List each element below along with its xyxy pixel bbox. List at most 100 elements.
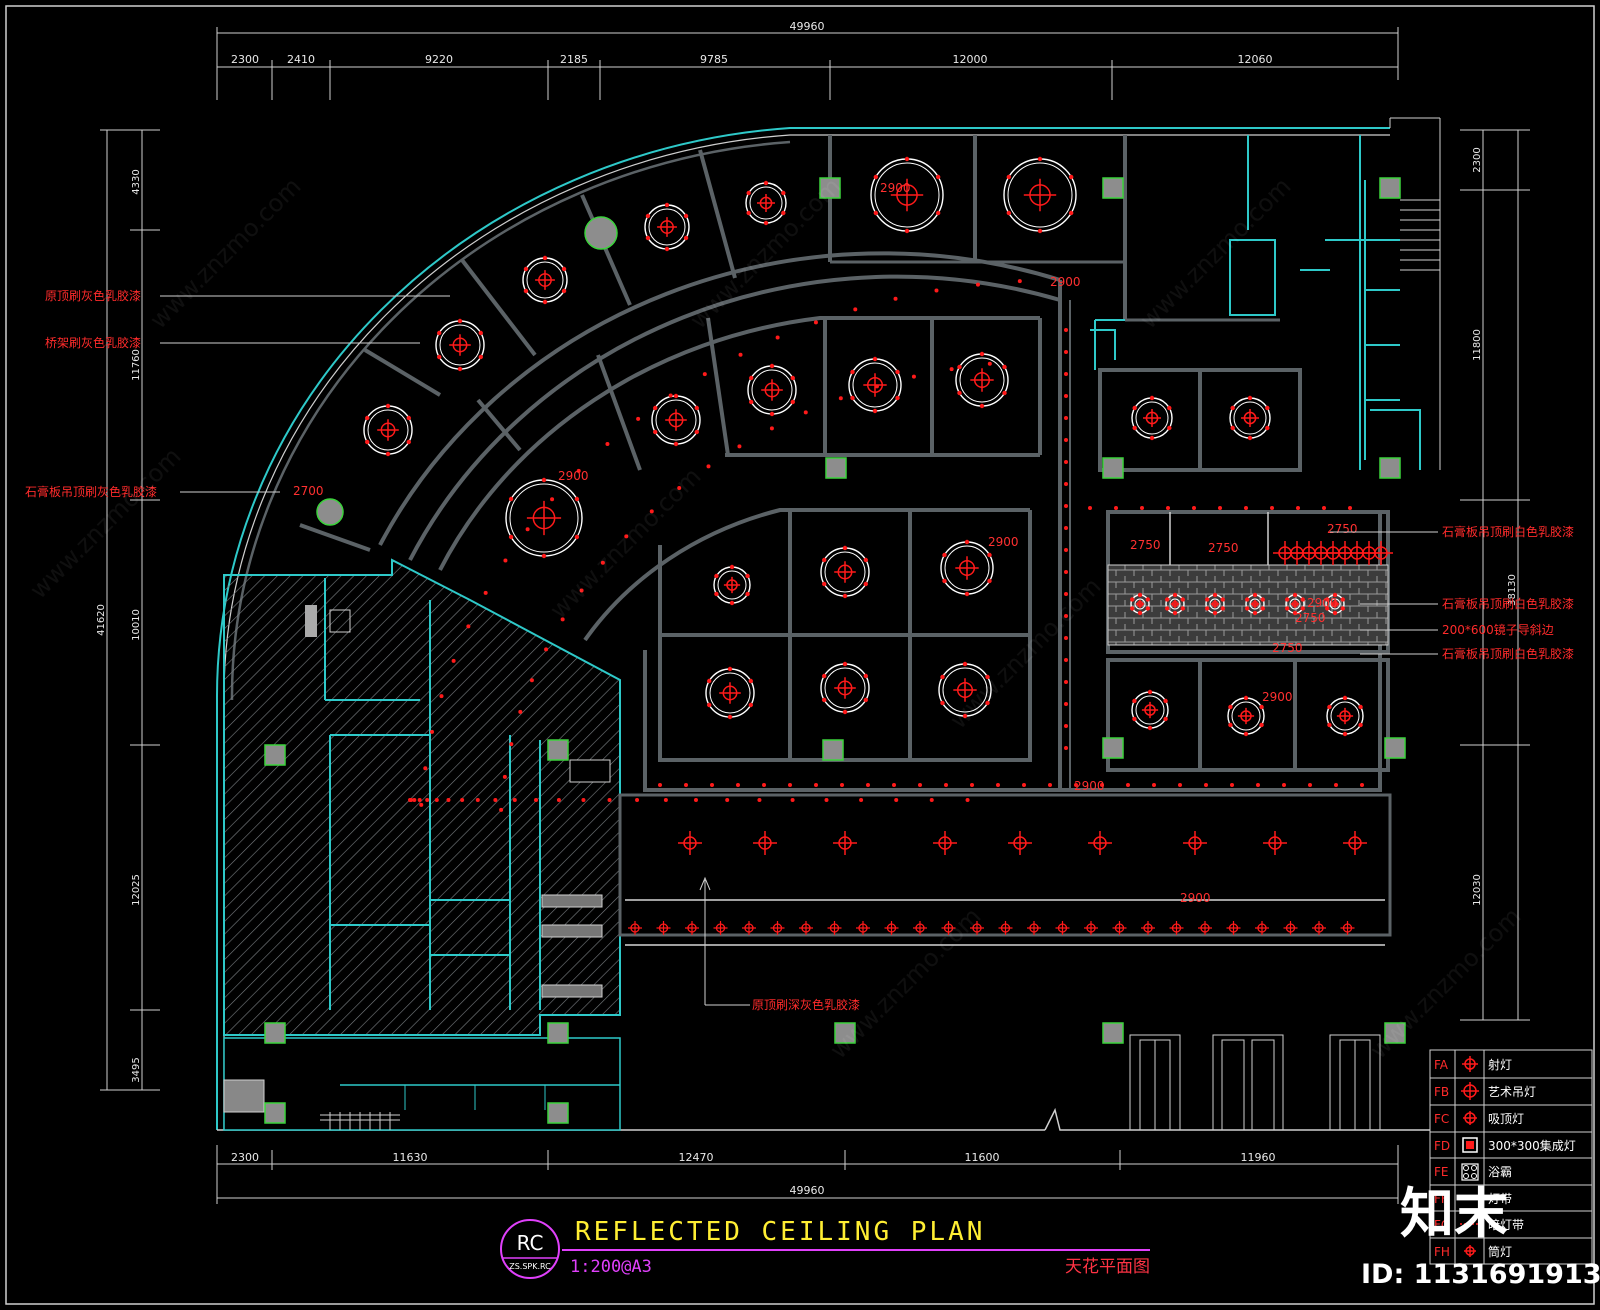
spotlight-fixture [1369,541,1393,565]
downlight-fixture [1088,506,1092,510]
downlight-fixture [1270,506,1274,510]
drawing-frame [5,5,1595,1305]
pendant-light-fixture [747,363,797,417]
panel-light-icon [1462,1137,1478,1153]
legend-label: 筒灯 [1488,1244,1512,1259]
escalators [1129,1034,1381,1131]
legend-code: FH [1434,1245,1450,1259]
vanity-light-fixture [1130,592,1150,616]
downlight-fixture [1198,921,1212,935]
downlight-fixture [1064,614,1068,618]
downlight-fixture [866,783,870,787]
downlight-fixture [534,798,539,802]
downlight-fixture [1244,506,1248,510]
downlight-fixture [493,798,498,802]
downlight-fixture [1114,506,1118,510]
column-marker [1102,457,1124,479]
downlight-fixture [1360,783,1364,787]
downlight-fixture [1226,921,1241,935]
bottom-total-dimension: 49960 [790,1184,825,1197]
downlight-fixture [770,921,785,935]
downlight-fixture [1204,783,1208,787]
downlight-fixture [706,464,711,469]
downlight-fixture [827,921,842,935]
top-total-dimension: 49960 [790,20,825,33]
left-dim-1: 4330 [131,169,142,194]
top-dim-5: 9785 [700,53,728,66]
pendant-light-fixture [651,393,701,447]
downlight-fixture [417,798,422,802]
downlight-fixture [1064,372,1068,376]
downlight-fixture [1064,482,1068,486]
downlight-fixture [560,617,565,622]
bottom-dimension-line: 2300 11630 12470 11600 11960 49960 [216,1145,1399,1204]
downlight-fixture [656,921,671,935]
legend-code: FG [1434,1218,1450,1232]
legend-label: 暗灯带 [1488,1217,1524,1232]
note-left-1: 原顶刷灰色乳胶漆 [45,288,141,303]
downlight-fixture [874,384,879,389]
downlight-fixture [434,798,439,802]
downlight-fixture [788,783,792,787]
downlight-fixture [412,798,417,802]
level-tag: 2900 [558,469,589,483]
spotlight-fixture [678,831,702,855]
downlight-fixture [1166,506,1170,510]
title-block: RC ZS.SPK.RC REFLECTED CEILING PLAN 1:20… [500,1217,1150,1279]
watermark-url: www.znzmo.com [144,172,306,334]
downlight-fixture [769,426,774,431]
level-tag: 2750 [1295,611,1326,625]
downlight-fixture [624,534,629,539]
level-tag: 2900 [1050,275,1081,289]
downlight-fixture [1064,548,1068,552]
downlight-fixture [790,798,795,802]
downlight-fixture [600,560,605,565]
watermark-url: www.znzmo.com [824,902,986,1064]
legend-code: FE [1434,1165,1448,1179]
ceiling-lamp-icon [1463,1111,1477,1125]
downlight-fixture [1192,506,1196,510]
downlight-fixture [1100,783,1104,787]
downlight-fixture [663,798,668,802]
downlight-fixture [713,921,728,935]
top-dimension-line: 49960 2300 2410 9220 2185 9785 12000 120… [216,20,1399,100]
downlight-fixture [1218,506,1222,510]
downlight-fixture [840,783,844,787]
column-marker [1379,177,1401,199]
downlight-fixture [649,509,654,514]
downlight-fixture [1141,921,1155,935]
downlight-fixture [430,729,435,734]
right-dim-2: 11800 [1472,329,1483,361]
downlight-fixture [1064,526,1068,530]
pendant-light-fixture [505,477,583,559]
downlight-fixture [693,798,698,802]
column-marker [1102,1022,1124,1044]
restroom-block [1106,510,1390,772]
vanity-light-fixture [1205,592,1225,616]
downlight-fixture [892,783,896,787]
downlight-fixture [1084,921,1098,935]
column-marker [547,739,569,761]
spotlight-fixture [1183,831,1207,855]
pendant-light-fixture [1131,395,1173,441]
column-marker [547,1022,569,1044]
downlight-fixture [918,783,922,787]
vanity-light-fixture [1245,592,1265,616]
pendant-light-fixture [870,156,944,234]
watermark-url: www.znzmo.com [544,462,706,624]
downlight-fixture [483,590,488,595]
downlight-fixture [451,658,456,663]
legend-code: FA [1434,1058,1449,1072]
column-marker [822,739,844,761]
downlight-fixture [607,798,612,802]
column-marker [264,1022,286,1044]
downlight-fixture [499,807,504,812]
downlight-fixture [1112,921,1127,935]
level-tag: 2900 [1307,596,1338,610]
left-dim-3: 10010 [131,609,142,641]
downlight-fixture [1255,921,1269,935]
downlight-fixture [544,647,549,652]
spotlight-fixture [753,831,777,855]
fixture-legend: FA 射灯 FB 艺术吊灯 FC 吸顶灯 FD 300*300集成灯 FE 浴霸… [1429,1049,1593,1265]
top-dim-7: 12060 [1238,53,1273,66]
